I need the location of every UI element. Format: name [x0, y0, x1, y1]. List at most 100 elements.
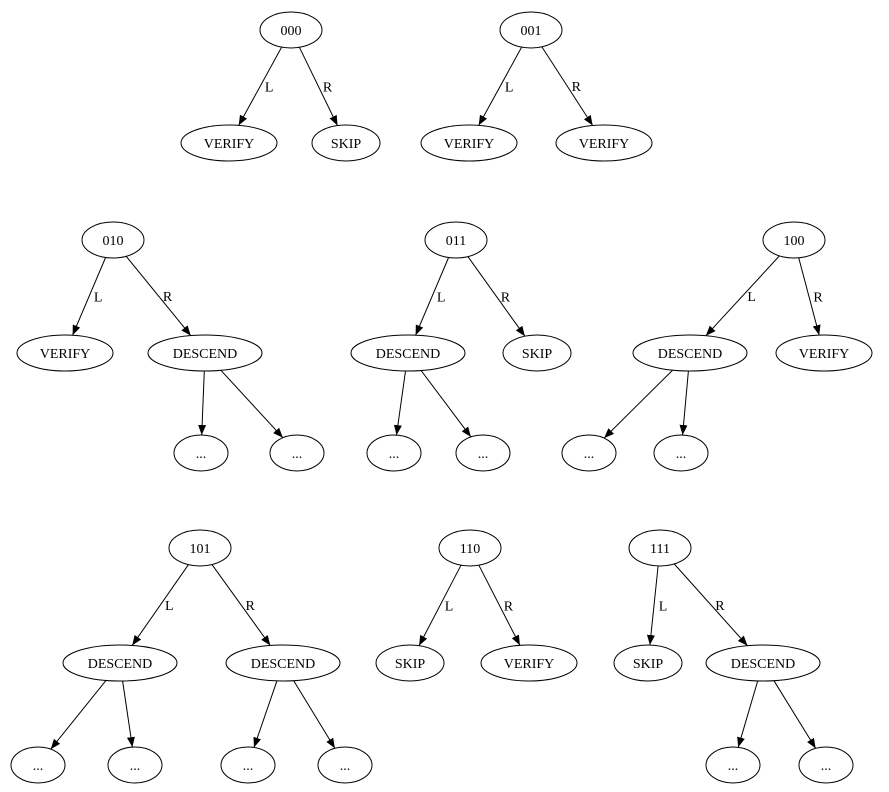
node-ellipse [561, 434, 617, 472]
tree-node-n101L: DESCEND [62, 644, 178, 682]
tree-edge-n011L-n011L1 [393, 370, 406, 436]
tree-edge-n011-n011R: R [467, 256, 526, 337]
tree-node-n111L: SKIP [613, 644, 683, 682]
tree-node-n111R1: ... [705, 746, 761, 784]
node-ellipse [555, 124, 653, 162]
node-label: SKIP [522, 347, 553, 362]
node-ellipse [168, 529, 232, 567]
edge-line [737, 680, 759, 748]
tree-node-n111R2: ... [798, 746, 854, 784]
node-label: VERIFY [504, 657, 555, 672]
tree-edge-n010-n010L: L [72, 257, 107, 336]
node-label: DESCEND [88, 657, 153, 672]
node-label: VERIFY [579, 137, 630, 152]
tree-edge-n001-n001L: L [478, 46, 523, 126]
edge-line [418, 564, 462, 646]
node-ellipse [455, 434, 511, 472]
edge-label: R [715, 599, 725, 614]
node-ellipse [375, 644, 445, 682]
edge-line [673, 563, 748, 647]
node-ellipse [180, 124, 278, 162]
tree-edge-n111R-n111R1 [737, 680, 759, 748]
edge-line [220, 369, 284, 439]
tree-node-n111: 111 [628, 529, 692, 567]
node-label: DESCEND [173, 347, 238, 362]
edge-label: R [813, 290, 823, 305]
node-ellipse [366, 434, 422, 472]
edge-line [50, 680, 107, 750]
tree-node-n010R1: ... [173, 434, 229, 472]
tree-node-n110: 110 [438, 529, 502, 567]
edge-line [478, 46, 523, 126]
tree-edge-n100-n100L: L [705, 255, 780, 337]
edge-line [705, 255, 780, 337]
node-ellipse [613, 644, 683, 682]
edge-label: R [246, 599, 256, 614]
tree-edge-n101L-n101L1 [50, 680, 107, 750]
tree-node-n011L: DESCEND [350, 334, 466, 372]
tree-edge-n111R-n111R2 [773, 680, 817, 749]
tree-edge-n110-n110R: R [478, 565, 521, 646]
tree-node-n010L: VERIFY [16, 334, 114, 372]
node-ellipse [107, 746, 163, 784]
node-label: SKIP [633, 657, 664, 672]
edge-line [122, 680, 135, 748]
tree-edge-n011L-n011L2 [420, 370, 472, 438]
node-ellipse [10, 746, 66, 784]
node-ellipse [775, 334, 873, 372]
node-label: VERIFY [40, 347, 91, 362]
tree-edge-n101R-n101R2 [293, 680, 336, 749]
node-label: SKIP [331, 137, 362, 152]
tree-node-n100: 100 [762, 221, 826, 259]
edge-line [293, 680, 336, 749]
edge-line [238, 46, 283, 126]
node-ellipse [62, 644, 178, 682]
node-ellipse [317, 746, 373, 784]
edge-label: L [265, 80, 274, 95]
edge-label: R [501, 290, 511, 305]
tree-node-n110R: VERIFY [480, 644, 578, 682]
edge-line [798, 257, 821, 336]
tree-edge-n010R-n010R2 [220, 369, 284, 439]
tree-node-n010: 010 [81, 221, 145, 259]
tree-node-n011R: SKIP [502, 334, 572, 372]
node-label: ... [728, 759, 739, 774]
tree-edge-n101R-n101R1 [253, 680, 278, 748]
node-label: DESCEND [251, 657, 316, 672]
edge-line [646, 565, 659, 646]
node-label: DESCEND [658, 347, 723, 362]
edge-label: L [505, 80, 514, 95]
node-label: DESCEND [376, 347, 441, 362]
edge-line [253, 680, 278, 748]
node-ellipse [259, 11, 323, 49]
node-ellipse [420, 124, 518, 162]
tree-node-n100L: DESCEND [632, 334, 748, 372]
edge-label: L [437, 290, 446, 305]
tree-node-n111R: DESCEND [705, 644, 821, 682]
node-label: ... [196, 447, 207, 462]
tree-edge-n011-n011L: L [415, 257, 450, 336]
tree-edge-n111-n111L: L [646, 565, 667, 646]
tree-edge-n111-n111R: R [673, 563, 748, 647]
node-ellipse [798, 746, 854, 784]
node-ellipse [81, 221, 145, 259]
edge-label: R [163, 290, 173, 305]
edge-line [198, 370, 207, 436]
edge-line [467, 256, 526, 337]
node-ellipse [350, 334, 466, 372]
node-ellipse [762, 221, 826, 259]
tree-node-n100L1: ... [561, 434, 617, 472]
node-ellipse [499, 11, 563, 49]
node-ellipse [424, 221, 488, 259]
tree-node-n011: 011 [424, 221, 488, 259]
node-label: ... [478, 447, 489, 462]
node-ellipse [705, 644, 821, 682]
edge-label: L [94, 290, 103, 305]
tree-edge-n010-n010R: R [125, 255, 192, 336]
node-label: DESCEND [731, 657, 796, 672]
tree-node-n001L: VERIFY [420, 124, 518, 162]
